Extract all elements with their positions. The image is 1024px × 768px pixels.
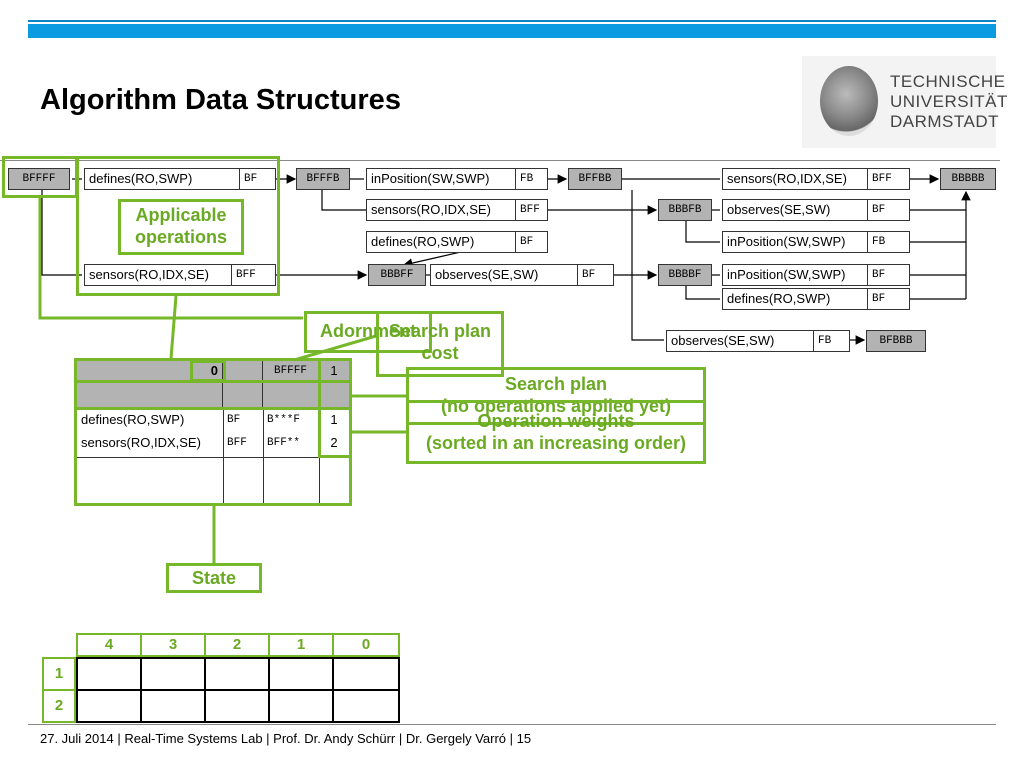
highlight-start-state xyxy=(2,156,78,198)
state-number: 1 xyxy=(330,363,338,378)
highlight-applicable-operations xyxy=(76,156,280,296)
state-node: BFFBB xyxy=(568,168,622,190)
search-plan-cost-value: 0 xyxy=(77,361,223,383)
footer-divider xyxy=(28,724,996,725)
footer-text: 27. Juli 2014 | Real-Time Systems Lab | … xyxy=(40,731,532,746)
operation-node: defines(RO,SWP)BF xyxy=(84,168,276,190)
callout-adornment xyxy=(304,311,432,353)
logo-text: TECHNISCHE UNIVERSITÄT DARMSTADT xyxy=(890,72,1008,131)
highlight-search-plan xyxy=(74,380,352,410)
callout-adornment-label: Adornment xyxy=(320,321,416,341)
operation-node: sensors(RO,IDX,SE)BFF xyxy=(366,199,548,221)
callout-operation-weights-label: Operation weights (sorted in an increasi… xyxy=(425,411,687,453)
callout-operation-weights xyxy=(406,400,706,464)
operation-node: inPosition(SW,SWP)FB xyxy=(366,168,548,190)
table-row-adornment: BF xyxy=(227,414,241,426)
column-header: 4 xyxy=(76,633,142,657)
state-node: BBBFB xyxy=(658,199,712,221)
table-row-weight: 1 xyxy=(330,412,338,427)
operation-node: sensors(RO,IDX,SE)BFF xyxy=(722,168,910,190)
state-table-header: 0 BFFFF 1 xyxy=(77,361,349,384)
state-node: BFFFB xyxy=(296,168,350,190)
table-row-adornment: BFF xyxy=(227,437,247,449)
callout-search-plan-cost xyxy=(376,311,504,377)
slide-title: Algorithm Data Structures xyxy=(40,84,401,116)
callout-search-plan xyxy=(406,367,706,425)
table-row-op: sensors(RO,IDX,SE) xyxy=(81,435,201,450)
table-row-weight: 2 xyxy=(330,435,338,450)
state-node: BBBBB xyxy=(940,168,996,190)
operation-weights-area: defines(RO,SWP) BF B***F 1 sensors(RO,ID… xyxy=(77,409,349,503)
top-bar xyxy=(28,24,996,38)
column-header: 2 xyxy=(204,633,270,657)
callout-state xyxy=(166,563,262,593)
callout-search-plan-cost-label: Search plan cost xyxy=(388,321,492,363)
state-table: 0 BFFFF 1 defines(RO,SWP) BF B***F 1 sen… xyxy=(76,360,350,504)
university-logo: TECHNISCHE UNIVERSITÄT DARMSTADT xyxy=(802,56,1007,148)
state-node: BFBBB xyxy=(866,330,926,352)
callout-applicable-operations xyxy=(118,199,244,255)
row-header: 2 xyxy=(42,689,76,723)
operation-node: sensors(RO,IDX,SE)BFF xyxy=(84,264,276,286)
state-node: BBBFF xyxy=(368,264,426,286)
table-row-pattern: B***F xyxy=(267,414,301,426)
column-header: 3 xyxy=(140,633,206,657)
row-header: 1 xyxy=(42,657,76,691)
operation-node: defines(RO,SWP)BF xyxy=(722,288,910,310)
column-header: 0 xyxy=(332,633,400,657)
table-row-op: defines(RO,SWP) xyxy=(81,412,185,427)
operation-node: defines(RO,SWP)BF xyxy=(366,231,548,253)
operation-node: observes(SE,SW)FB xyxy=(666,330,850,352)
callout-state-label: State xyxy=(191,568,236,588)
operation-node: inPosition(SW,SWP)FB xyxy=(722,231,910,253)
state-node: BFFFF xyxy=(8,168,70,190)
table-row-pattern: BFF** xyxy=(267,437,301,449)
operation-node: observes(SE,SW)BF xyxy=(430,264,614,286)
highlight-cost-cell xyxy=(190,360,226,382)
seal-icon xyxy=(820,66,878,136)
top-bar-thin xyxy=(28,20,996,22)
column-header: 1 xyxy=(268,633,334,657)
operation-node: inPosition(SW,SWP)BF xyxy=(722,264,910,286)
state-node: BBBBF xyxy=(658,264,712,286)
operation-node: observes(SE,SW)BF xyxy=(722,199,910,221)
callout-applicable-operations-label: Applicable operations xyxy=(134,205,227,247)
header-divider xyxy=(0,160,1000,161)
